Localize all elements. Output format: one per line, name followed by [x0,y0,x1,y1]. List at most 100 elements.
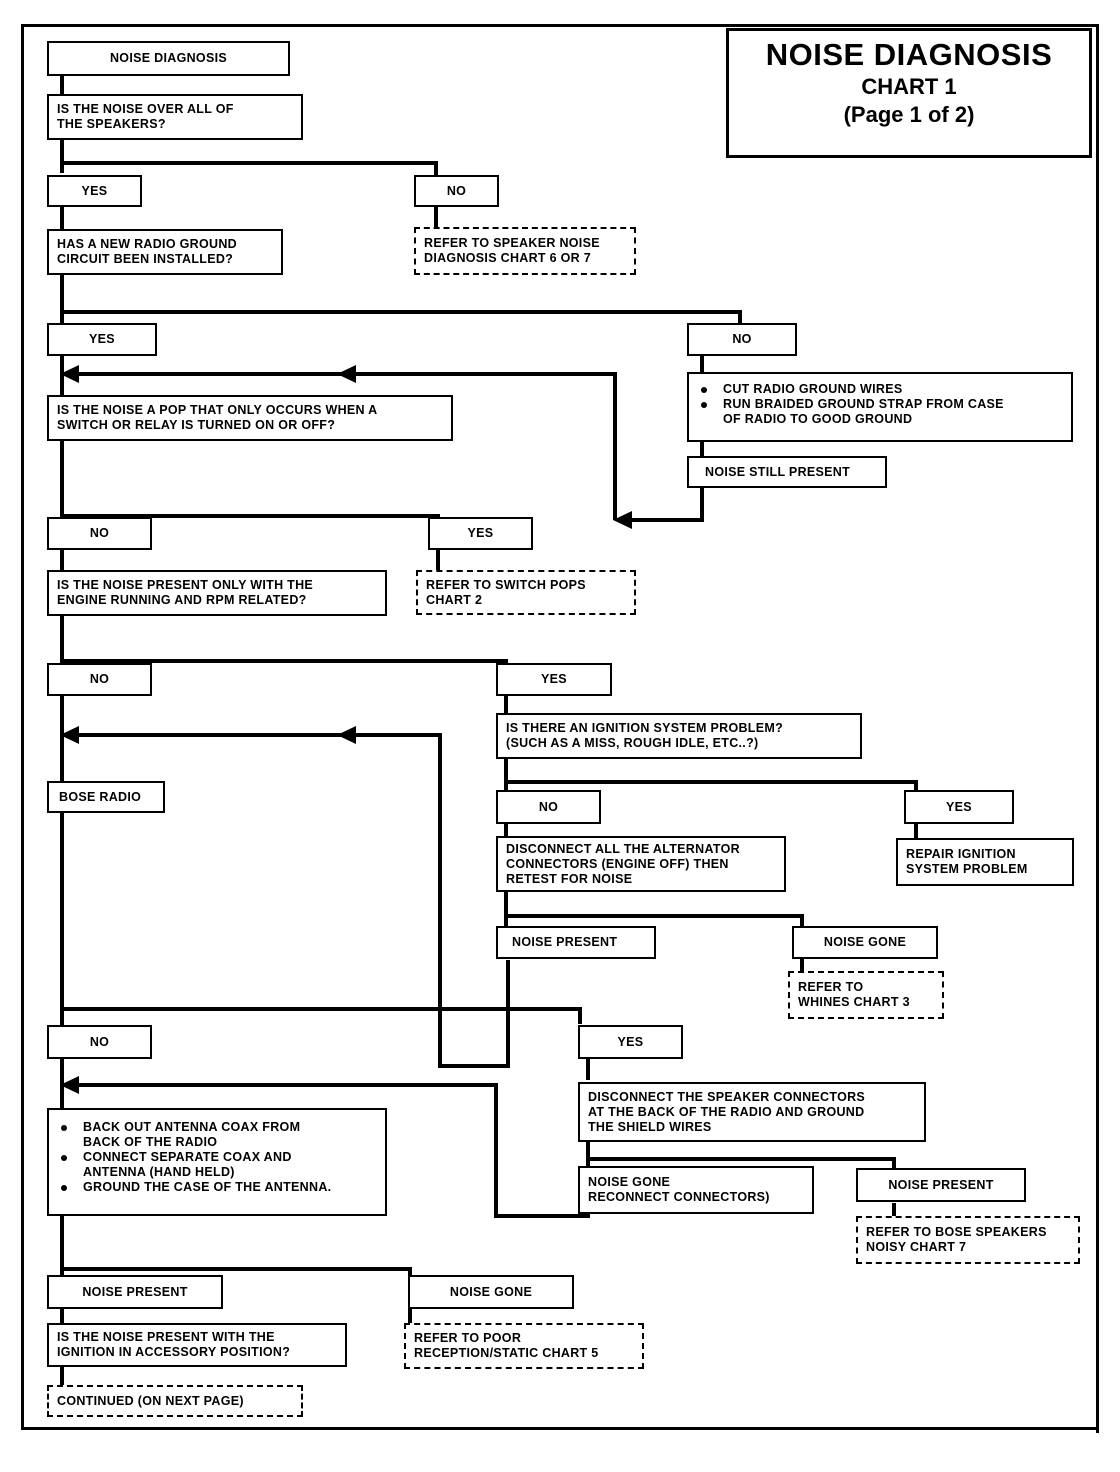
node-yes-1[interactable]: YES [47,175,142,207]
bullet-1-line-2: BACK OF THE RADIO [83,1135,218,1149]
node-question-all-speakers[interactable]: IS THE NOISE OVER ALL OF THE SPEAKERS? [47,94,303,140]
bullet-1-line-1: BACK OUT ANTENNA COAX FROM [83,1120,301,1134]
connector [60,1007,582,1011]
node-refer-poor-reception-static-chart-5[interactable]: REFER TO POOR RECEPTION/STATIC CHART 5 [404,1323,644,1369]
connector [60,1308,64,1326]
node-disconnect-speaker-connectors[interactable]: DISCONNECT THE SPEAKER CONNECTORS AT THE… [578,1082,926,1142]
node-label: NO [732,332,752,346]
connector [408,1267,412,1279]
node-no-1[interactable]: NO [414,175,499,207]
node-no-3[interactable]: NO [47,517,152,550]
chart-title-block: NOISE DIAGNOSIS CHART 1 (Page 1 of 2) [726,28,1092,158]
chart-title: NOISE DIAGNOSIS [765,37,1053,72]
node-noise-present-3[interactable]: NOISE PRESENT [47,1275,223,1309]
node-label: NO [446,183,467,198]
node-label: YES [89,332,115,346]
connector [494,1083,498,1218]
connector [60,1364,64,1386]
node-label: NOISE PRESENT [888,1177,994,1192]
node-question-new-ground-circuit[interactable]: HAS A NEW RADIO GROUND CIRCUIT BEEN INST… [47,229,283,275]
node-line-2: CONNECTORS (ENGINE OFF) THEN [506,856,729,871]
node-line-1: REFER TO SPEAKER NOISE [424,236,600,250]
bullet-2-line-1: RUN BRAIDED GROUND STRAP FROM CASE [723,397,1004,411]
node-noise-still-present[interactable]: NOISE STILL PRESENT [687,456,887,488]
node-noise-gone-reconnect-connectors[interactable]: NOISE GONE RECONNECT CONNECTORS) [578,1166,814,1214]
arrow-head-left [337,726,356,744]
node-label: YES [617,1034,644,1049]
node-refer-switch-pops-chart-2[interactable]: REFER TO SWITCH POPS CHART 2 [416,570,636,615]
node-yes-5[interactable]: YES [904,790,1014,824]
node-refer-chart-6-or-7[interactable]: REFER TO SPEAKER NOISE DIAGNOSIS CHART 6… [414,227,636,275]
node-label: CONTINUED (ON NEXT PAGE) [57,1393,244,1408]
node-yes-4[interactable]: YES [496,663,612,696]
node-no-4[interactable]: NO [47,663,152,696]
node-disconnect-alternator-connectors[interactable]: DISCONNECT ALL THE ALTERNATOR CONNECTORS… [496,836,786,892]
node-line-1: IS THE NOISE OVER ALL OF [57,102,234,116]
bullet-3-line-1: GROUND THE CASE OF THE ANTENNA. [83,1180,332,1194]
bullet-2-line-2: OF RADIO TO GOOD GROUND [723,412,913,426]
node-line-1: REFER TO SWITCH POPS [426,577,586,592]
node-label: NOISE DIAGNOSIS [109,51,228,65]
node-noise-present-2[interactable]: NOISE PRESENT [856,1168,1026,1202]
node-line-1: REFER TO BOSE SPEAKERS [866,1225,1047,1239]
node-no-6[interactable]: NO [47,1025,152,1059]
node-line-1: REFER TO [798,980,864,994]
connector [738,310,742,324]
chart-page-label: (Page 1 of 2) [843,102,975,127]
bullet-icon [701,387,707,393]
connector [914,780,918,792]
bullet-icon [61,1125,67,1131]
node-label: YES [81,183,108,198]
connector [494,1214,590,1218]
node-noise-gone-2[interactable]: NOISE GONE [408,1275,574,1309]
node-repair-ignition-system[interactable]: REPAIR IGNITION SYSTEM PROBLEM [896,838,1074,886]
node-label: NO [89,672,110,686]
node-noise-present-1[interactable]: NOISE PRESENT [496,926,656,959]
node-refer-whines-chart-3[interactable]: REFER TO WHINES CHART 3 [788,971,944,1019]
node-label: NOISE PRESENT [512,935,618,949]
connector [60,206,64,230]
node-line-1: REFER TO POOR [414,1331,522,1345]
connector [60,549,64,571]
connector [60,310,742,314]
node-ground-actions[interactable]: CUT RADIO GROUND WIRES RUN BRAIDED GROUN… [687,372,1073,442]
node-question-pop[interactable]: IS THE NOISE A POP THAT ONLY OCCURS WHEN… [47,395,453,441]
chart-number: CHART 1 [861,74,957,99]
node-label: NO [89,1034,110,1049]
node-question-ignition-system[interactable]: IS THERE AN IGNITION SYSTEM PROBLEM? (SU… [496,713,862,759]
node-continued-next-page[interactable]: CONTINUED (ON NEXT PAGE) [47,1385,303,1417]
node-line-1: DISCONNECT THE SPEAKER CONNECTORS [588,1089,866,1104]
connector [60,812,64,1027]
node-line-1: IS THE NOISE A POP THAT ONLY OCCURS WHEN… [57,403,378,417]
node-yes-2[interactable]: YES [47,323,157,356]
node-noise-gone-1[interactable]: NOISE GONE [792,926,938,959]
node-line-1: DISCONNECT ALL THE ALTERNATOR [506,841,740,856]
node-label: YES [467,526,494,540]
node-line-2: IGNITION IN ACCESSORY POSITION? [57,1345,291,1359]
node-start[interactable]: NOISE DIAGNOSIS [47,41,290,76]
node-question-engine-rpm[interactable]: IS THE NOISE PRESENT ONLY WITH THE ENGIN… [47,570,387,616]
node-refer-bose-speakers-noisy-chart-7[interactable]: REFER TO BOSE SPEAKERS NOISY CHART 7 [856,1216,1080,1264]
node-question-accessory-position[interactable]: IS THE NOISE PRESENT WITH THE IGNITION I… [47,1323,347,1367]
node-line-1: IS THE NOISE PRESENT WITH THE [57,1330,275,1344]
node-yes-6[interactable]: YES [578,1025,683,1059]
node-yes-3[interactable]: YES [428,517,533,550]
connector [434,161,438,176]
connector [914,823,918,839]
node-line-2: ENGINE RUNNING AND RPM RELATED? [57,593,307,607]
connector [892,1203,896,1217]
arrow-head-left [60,726,79,744]
connector [800,914,804,926]
node-bose-radio[interactable]: BOSE RADIO [47,781,165,813]
node-no-2[interactable]: NO [687,323,797,356]
node-line-1: REPAIR IGNITION [906,847,1016,861]
node-line-2: (SUCH AS A MISS, ROUGH IDLE, ETC..?) [506,736,759,750]
connector [631,518,701,522]
connector [700,355,704,377]
node-no-5[interactable]: NO [496,790,601,824]
bullet-2-line-1: CONNECT SEPARATE COAX AND [83,1150,292,1164]
connector [700,487,704,522]
